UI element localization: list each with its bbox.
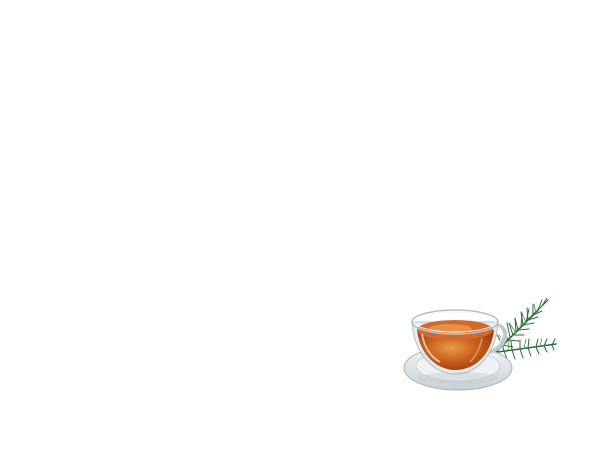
tea-cup-image [403, 297, 557, 391]
tea-cup [411, 309, 508, 375]
tea-illustration [398, 282, 564, 398]
